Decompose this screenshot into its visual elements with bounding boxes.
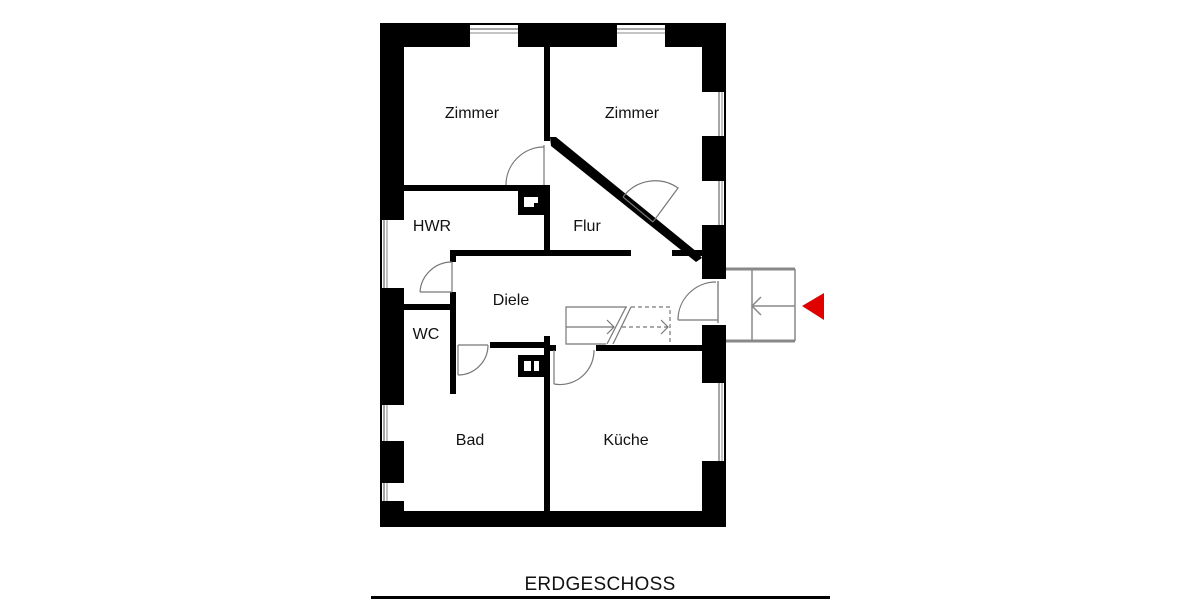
room-label-flur: Flur <box>573 218 601 235</box>
staircase <box>565 306 671 345</box>
entrance-opening <box>702 279 726 325</box>
room-label-hwr: HWR <box>413 218 451 235</box>
room-label-zimmer-west: Zimmer <box>445 105 500 122</box>
floor-title: ERDGESCHOSS <box>524 574 676 595</box>
entrance-steps <box>726 267 796 343</box>
room-label-zimmer-east: Zimmer <box>605 105 660 122</box>
title-underline <box>371 596 830 599</box>
doors <box>419 145 718 386</box>
exterior-walls <box>380 23 726 527</box>
room-label-kueche: Küche <box>603 432 648 449</box>
room-label-diele: Diele <box>493 292 530 309</box>
room-labels: Zimmer Zimmer HWR Flur Diele WC Bad Küch… <box>413 105 660 449</box>
room-label-bad: Bad <box>456 432 484 449</box>
room-label-wc: WC <box>413 326 440 343</box>
entrance-arrow-icon <box>802 293 824 320</box>
windows <box>382 25 724 501</box>
